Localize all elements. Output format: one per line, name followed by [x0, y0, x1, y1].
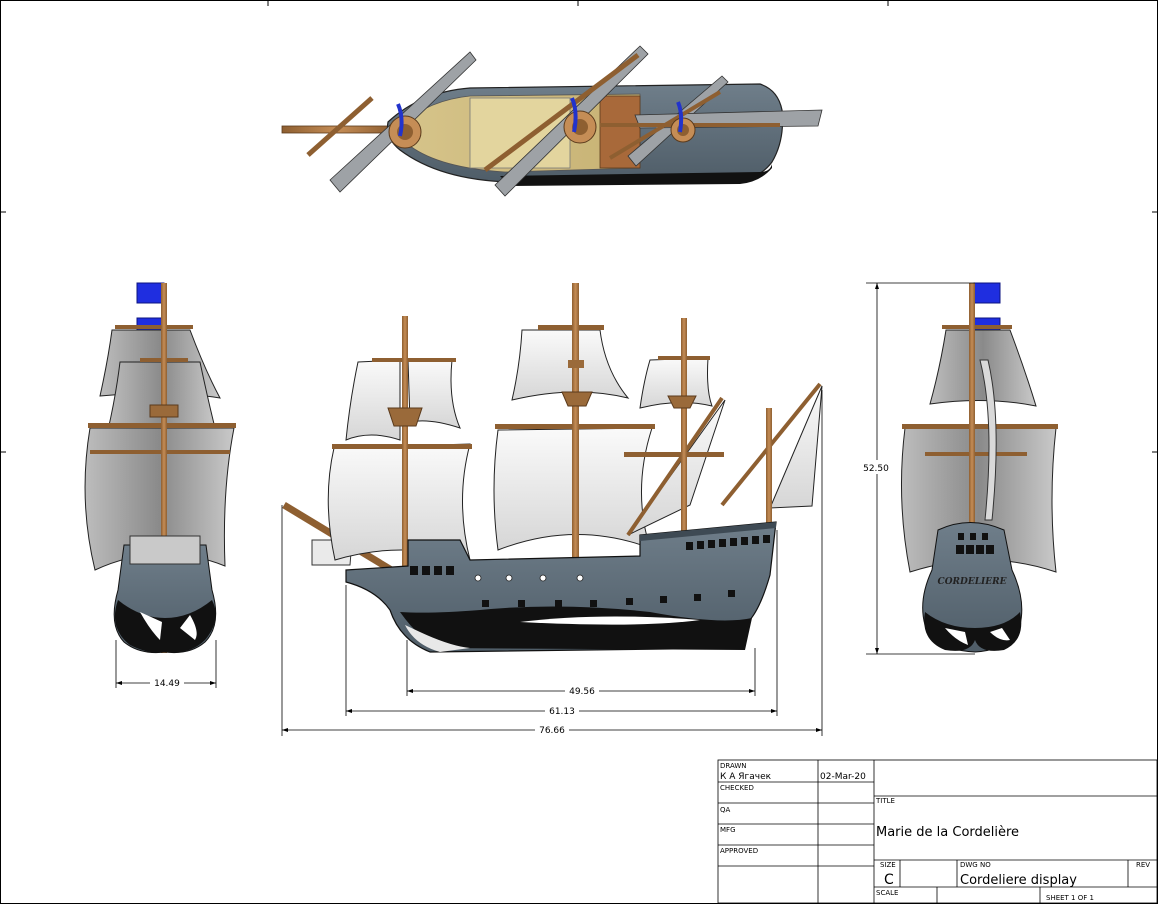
- tb-drawn-date: 02-Mar-20: [820, 772, 866, 782]
- dim-overall-length: 76.66: [539, 726, 565, 736]
- tb-dwg-no-label: DWG NO: [960, 861, 991, 869]
- side-foremast: [402, 316, 408, 566]
- side-view: [282, 283, 823, 653]
- front-mast: [161, 283, 167, 653]
- stern-flag-top: [973, 282, 1001, 304]
- side-bonaventure-sail: [769, 385, 823, 509]
- dim-waterline-length: 49.56: [569, 687, 595, 697]
- front-hull-lower: [114, 600, 216, 653]
- zone-ticks: [0, 0, 1158, 453]
- tb-approved-label: APPROVED: [720, 847, 758, 855]
- tb-mfg-label: MFG: [720, 826, 736, 834]
- side-mainmast: [572, 283, 579, 583]
- tb-rev-label: REV: [1136, 861, 1150, 869]
- tb-drawn-label: DRAWN: [720, 762, 747, 770]
- tb-checked-label: CHECKED: [720, 784, 754, 792]
- title-block: DRAWN К А Ягачек 02-Mar-20 CHECKED QA MF…: [717, 759, 1158, 904]
- dim-hull-length: 61.13: [549, 707, 575, 717]
- side-oarports: [474, 574, 584, 582]
- front-view: [84, 282, 236, 653]
- front-lower-yard: [90, 450, 230, 454]
- side-fore-topsail: [345, 359, 401, 441]
- tb-size: C: [884, 872, 894, 888]
- dimension-arrows: [116, 283, 879, 732]
- side-mizzenmast: [681, 318, 687, 538]
- masts-top: [388, 97, 696, 149]
- stern-view: CORDELIERE: [900, 282, 1058, 653]
- tb-drawn-by: К А Ягачек: [720, 772, 772, 782]
- tb-sheet: SHEET 1 OF 1: [1046, 894, 1094, 902]
- front-fighting-top: [149, 404, 179, 418]
- dim-beam: 14.49: [154, 679, 180, 689]
- tb-scale-label: SCALE: [876, 889, 898, 897]
- stern-mast: [969, 283, 975, 613]
- tb-size-label: SIZE: [880, 861, 896, 869]
- front-upper-yard: [115, 325, 193, 329]
- tb-dwg-no: Cordeliere display: [960, 873, 1077, 888]
- tb-title: Marie de la Cordelière: [876, 825, 1019, 840]
- tb-qa-label: QA: [720, 806, 731, 814]
- dim-height: 52.50: [863, 464, 889, 474]
- front-forecastle-sail: [129, 535, 201, 565]
- stern-name-lettering: CORDELIERE: [938, 577, 1007, 587]
- flag-top: [136, 282, 165, 304]
- side-gunports: [410, 535, 770, 607]
- side-hull-bottom: [400, 606, 752, 650]
- stern-windows: [956, 533, 994, 554]
- hull-shadow-top: [500, 164, 772, 186]
- tb-title-label: TITLE: [875, 797, 895, 805]
- top-view: [281, 45, 823, 197]
